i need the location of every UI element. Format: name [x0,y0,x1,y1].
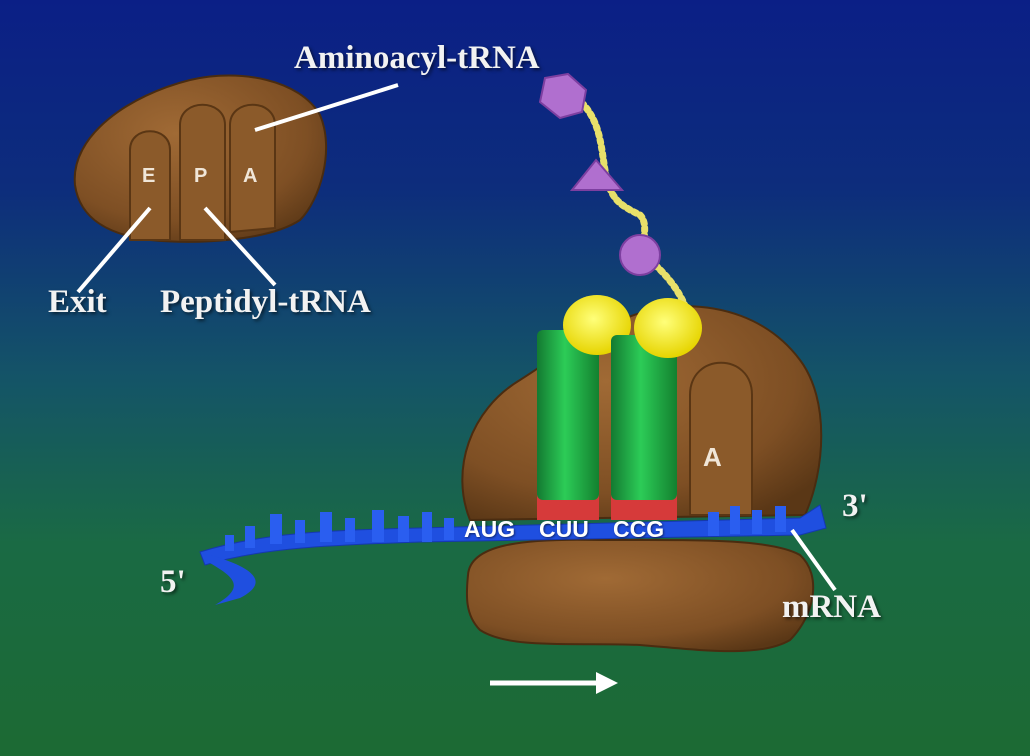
a-site-large-label: A [703,442,722,472]
peptidyl-pointer [203,206,277,287]
p-site-channel [179,103,226,241]
base [444,518,454,540]
mrna-pointer [790,528,837,592]
trna-a-body [611,335,677,500]
trna-p-body [537,330,599,500]
base [345,518,355,542]
trna-a-cap [634,298,702,358]
exit-pointer [76,206,152,294]
base [245,526,255,548]
amino-acid-triangle [569,158,625,191]
mrna-strand [199,504,837,605]
exit-label: Exit [48,284,107,320]
aminoacyl-trna-label: Aminoacyl-tRNA [294,40,540,76]
aminoacyl-pointer [254,83,399,132]
base [708,512,719,536]
amino-acid-circle [619,234,661,276]
a-site-label: A [243,165,258,187]
e-site-channel [129,130,171,241]
e-site-label: E [142,165,156,187]
small-ribosome-subunit [465,538,815,653]
amino-acid-hexagon [538,72,588,120]
codon-2: CUU [539,516,589,542]
direction-arrow [490,672,618,694]
a-site-pocket [689,361,753,516]
mrna-label: mRNA [782,589,881,625]
base [372,510,384,542]
small-ribosome-schematic [73,74,399,294]
base [775,506,786,532]
peptidyl-trna-label: Peptidyl-tRNA [160,284,371,320]
base [320,512,332,542]
base [270,514,282,544]
base [422,512,432,542]
polypeptide-chain [538,72,694,324]
mrna-backbone [199,504,827,566]
codon-1: AUG [464,516,516,542]
mrna-tail [205,555,256,605]
mrna-bases [225,506,786,551]
base [752,510,762,534]
p-site-label: P [194,165,208,187]
base [295,520,305,543]
chain-link [561,86,694,324]
arrow-head [596,672,618,694]
base [225,535,234,551]
three-prime-label: 3' [842,488,868,524]
trna-a-site [611,298,702,520]
codon-3: CCG [613,516,665,542]
base [730,506,740,534]
base [398,516,409,542]
five-prime-label: 5' [160,564,186,600]
